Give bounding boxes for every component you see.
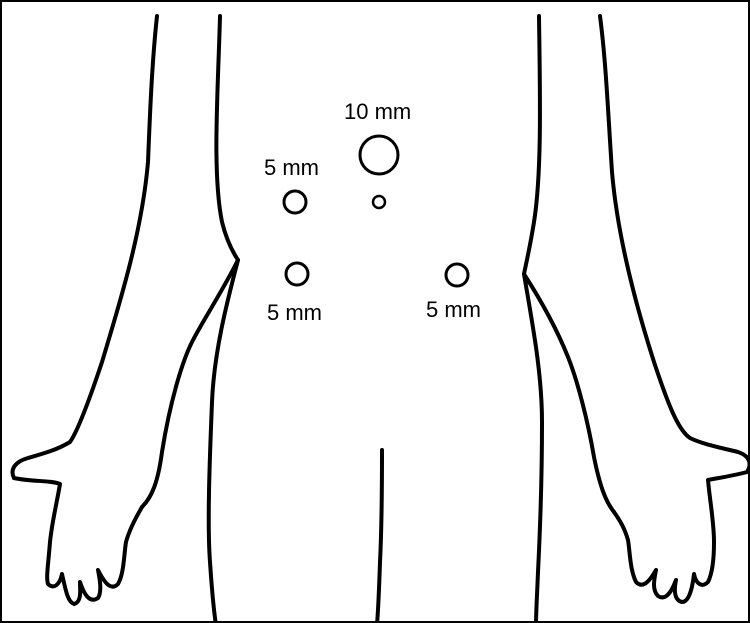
left-arm-inner-edge bbox=[142, 16, 238, 507]
port-top-label: 10 mm bbox=[344, 101, 411, 123]
left-torso-side bbox=[209, 260, 238, 623]
port-right-label: 5 mm bbox=[426, 299, 481, 321]
crotch-line bbox=[377, 450, 382, 623]
port-left-upper-label: 5 mm bbox=[264, 157, 319, 179]
left-hand bbox=[14, 478, 142, 604]
right-arm-outer-edge bbox=[600, 16, 750, 472]
port-10mm-circle bbox=[360, 136, 398, 174]
port-5mm-right-circle bbox=[446, 264, 468, 286]
right-torso-side bbox=[524, 274, 542, 623]
right-arm-inner-edge bbox=[524, 16, 614, 512]
right-hand bbox=[614, 472, 747, 602]
port-5mm-left-upper-circle bbox=[284, 191, 306, 213]
left-arm-outer-edge bbox=[13, 16, 157, 478]
port-left-lower-label: 5 mm bbox=[267, 302, 322, 324]
port-5mm-left-lower-circle bbox=[286, 263, 308, 285]
port-camera-small-circle bbox=[373, 196, 385, 208]
